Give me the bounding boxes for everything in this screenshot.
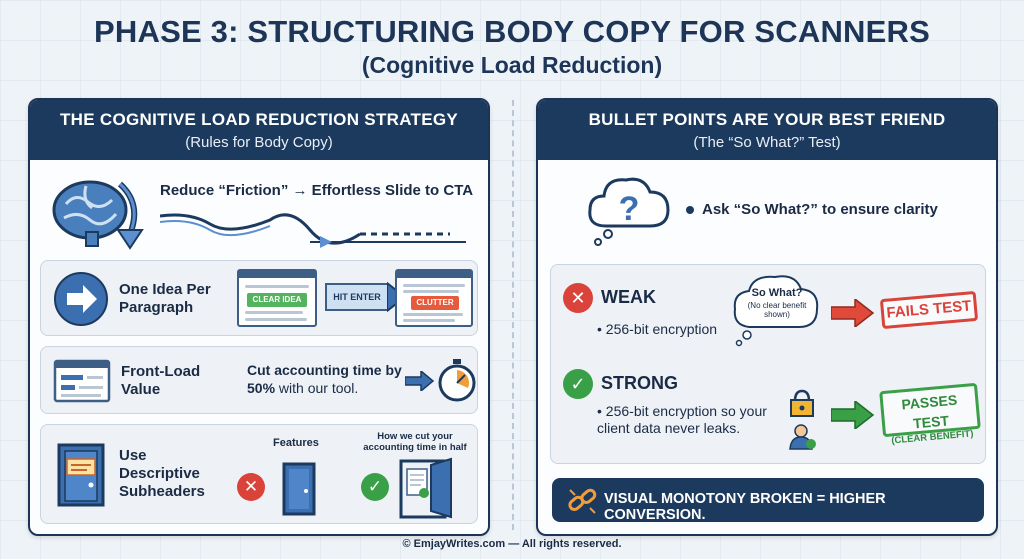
left-panel-header: THE COGNITIVE LOAD REDUCTION STRATEGY (R…: [30, 100, 488, 160]
rule-subheaders-label: Use Descriptive Subheaders: [119, 447, 205, 500]
clutter-tag: CLUTTER: [411, 296, 459, 310]
rule-subheaders: Use Descriptive Subheaders Features ✕ Ho…: [40, 424, 478, 524]
svg-text:?: ?: [619, 190, 640, 228]
arrow-right-icon: [405, 371, 435, 391]
rule-one-idea-label: One Idea Per Paragraph: [119, 281, 211, 316]
ask-bullet: [686, 206, 694, 214]
right-panel-subheading: (The “So What?” Test): [693, 134, 841, 151]
left-panel-heading: THE COGNITIVE LOAD REDUCTION STRATEGY: [59, 110, 458, 129]
weak-bullet: • 256-bit encryption: [597, 321, 718, 337]
conversion-banner: VISUAL MONOTONY BROKEN = HIGHER CONVERSI…: [552, 478, 984, 523]
document-icon: [53, 359, 111, 403]
hit-enter-arrow: HIT ENTER: [325, 283, 389, 311]
rule-front-load-label: Front-Load Value: [121, 363, 201, 398]
red-arrow-icon: [831, 299, 875, 327]
bad-x-icon: ✕: [237, 473, 265, 501]
broken-link-icon: [568, 488, 597, 514]
clear-idea-tag: CLEAR IDEA: [247, 293, 307, 307]
page-subtitle: (Cognitive Load Reduction): [361, 52, 663, 78]
so-what-title: So What?: [751, 287, 803, 299]
fails-test-stamp: FAILS TEST: [879, 290, 979, 330]
weak-x-icon: ✕: [563, 283, 593, 313]
door-icon: [57, 443, 105, 507]
clear-idea-window: CLEAR IDEA: [237, 269, 317, 327]
right-panel-heading: BULLET POINTS ARE YOUR BEST FRIEND: [588, 110, 946, 129]
bullet-points-panel: BULLET POINTS ARE YOUR BEST FRIEND (The …: [536, 98, 998, 536]
green-arrow-icon: [831, 401, 875, 429]
clutter-window: CLUTTER: [395, 269, 473, 327]
lock-and-user-icon: [789, 389, 816, 450]
friction-intro: Reduce “Friction” → Effortless Slide to …: [160, 182, 474, 199]
ask-so-what: Ask “So What?” to ensure clarity: [702, 201, 938, 218]
open-door-icon: [399, 457, 452, 519]
rule-front-load: Front-Load Value Cut accounting time by …: [40, 346, 478, 414]
strong-check-icon: ✓: [563, 369, 593, 399]
brain-icon: [52, 180, 144, 250]
copyright-notice: © EmjayWrites.com — All rights reserved.: [402, 538, 622, 550]
right-panel-header: BULLET POINTS ARE YOUR BEST FRIEND (The …: [538, 100, 996, 160]
center-divider: [512, 100, 514, 530]
cognitive-load-panel: THE COGNITIVE LOAD REDUCTION STRATEGY (R…: [28, 98, 490, 536]
slide-curve: [160, 213, 466, 248]
passes-test-stamp: PASSES TEST (CLEAR BENEFIT): [879, 382, 981, 446]
good-check-icon: ✓: [361, 473, 389, 501]
arrow-right-icon: [54, 272, 108, 326]
strong-label: STRONG: [601, 373, 679, 393]
so-what-note: (No clear benefit shown): [747, 301, 807, 319]
stopwatch-icon: [438, 359, 476, 402]
good-subheader-caption: How we cut your accounting time in half: [363, 431, 467, 453]
weak-label: WEAK: [601, 287, 656, 307]
question-cloud-icon: ?: [588, 177, 670, 246]
weak-strong-comparison: ✕ WEAK • 256-bit encryption So What? (No…: [550, 264, 986, 464]
page-title: PHASE 3: STRUCTURING BODY COPY FOR SCANN…: [94, 14, 930, 49]
so-what-thought-bubble: [733, 275, 819, 347]
conversion-banner-text: VISUAL MONOTONY BROKEN = HIGHER CONVERSI…: [604, 491, 886, 523]
left-panel-subheading: (Rules for Body Copy): [185, 134, 333, 151]
front-load-example: Cut accounting time by 50% with our tool…: [247, 362, 402, 396]
strong-bullet: • 256-bit encryption so your client data…: [597, 403, 767, 436]
closed-door-icon: [282, 462, 316, 516]
rule-one-idea: One Idea Per Paragraph CLEAR IDEA HIT EN…: [40, 260, 478, 336]
bad-subheader-caption: Features: [273, 437, 319, 449]
